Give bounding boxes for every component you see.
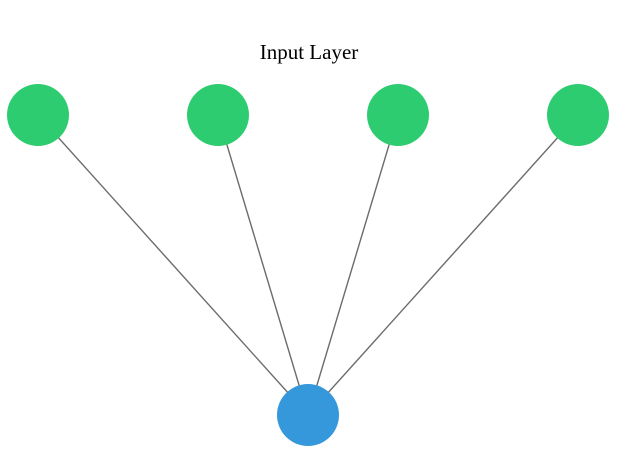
input-node-1: [7, 84, 69, 146]
output-node-1: [277, 384, 339, 446]
input-layer-title: Input Layer: [260, 40, 359, 64]
edge-input-2-to-output: [217, 114, 309, 416]
edge-input-1-to-output: [37, 114, 309, 416]
edge-input-3-to-output: [307, 114, 399, 416]
input-node-2: [187, 84, 249, 146]
output-layer-nodes: [277, 384, 339, 446]
edges-group: [37, 114, 579, 416]
edge-input-4-to-output: [307, 114, 579, 416]
input-node-4: [547, 84, 609, 146]
input-node-3: [367, 84, 429, 146]
input-layer-nodes: [7, 84, 609, 146]
